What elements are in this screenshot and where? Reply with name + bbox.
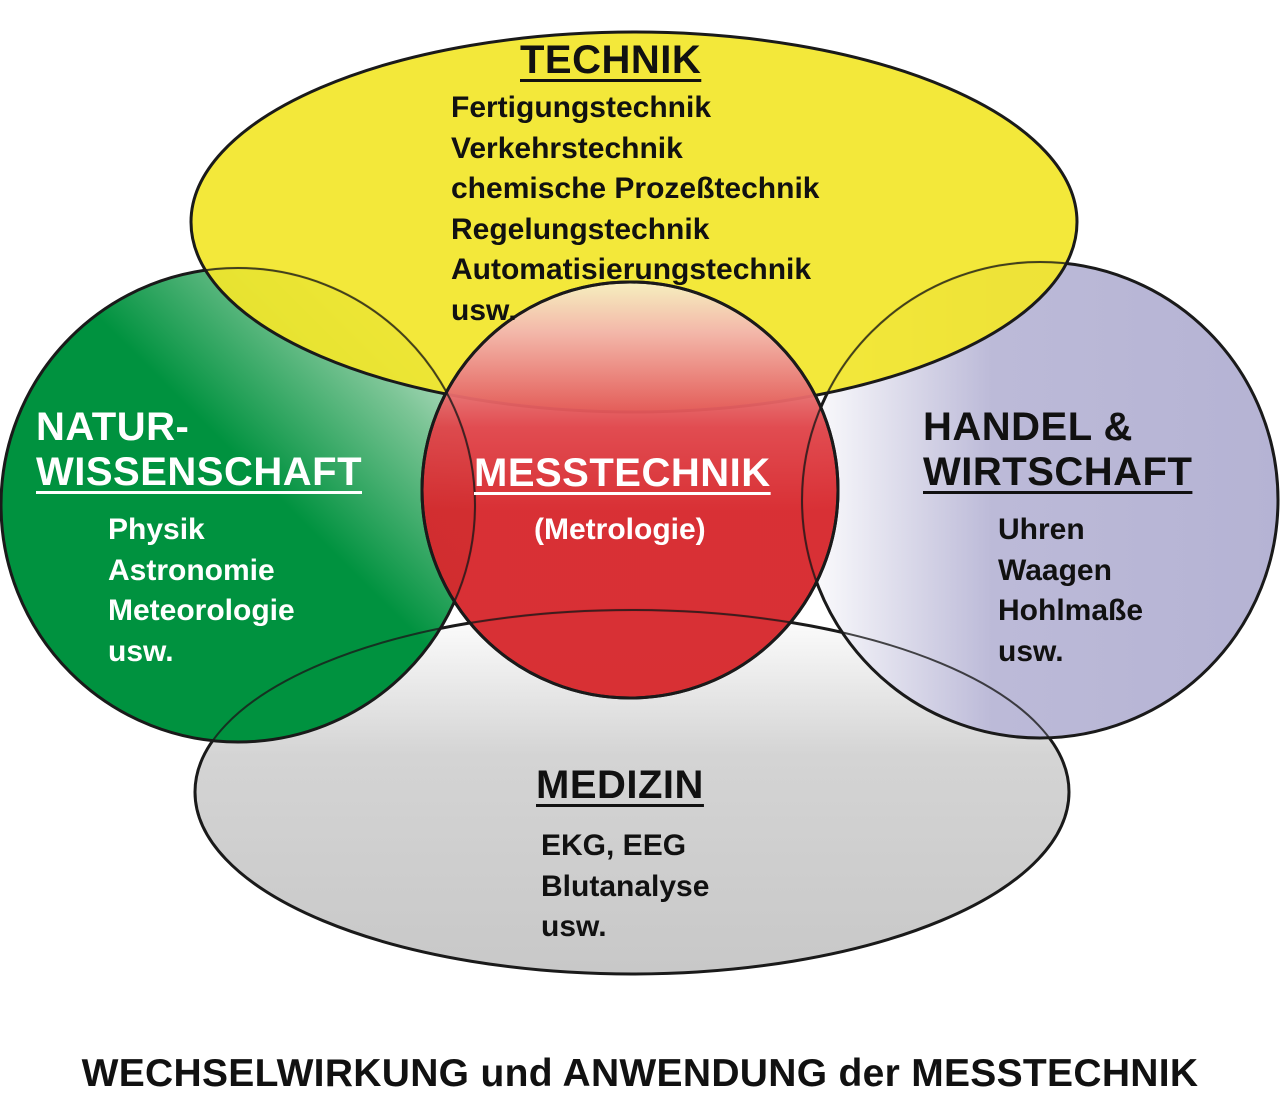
list-item: Uhren bbox=[998, 513, 1085, 546]
technik-list: Fertigungstechnik Verkehrstechnik chemis… bbox=[451, 88, 819, 331]
list-item: Astronomie bbox=[108, 553, 275, 587]
list-item: Hohlmaße bbox=[998, 594, 1144, 627]
handel-heading-line1: HANDEL & bbox=[923, 405, 1133, 449]
page-title: WECHSELWIRKUNG und ANWENDUNG der MESSTEC… bbox=[81, 1052, 1199, 1095]
handel-heading-line2: WIRTSCHAFT bbox=[923, 450, 1193, 494]
list-item: usw. bbox=[451, 293, 517, 327]
list-item: chemische Prozeßtechnik bbox=[451, 172, 820, 205]
list-item: Physik bbox=[108, 513, 205, 546]
naturwissenschaft-heading-line1: NATUR- bbox=[36, 405, 190, 449]
list-item: Blutanalyse bbox=[541, 869, 710, 903]
list-item: Waagen bbox=[998, 553, 1112, 587]
naturwissenschaft-outline bbox=[0, 267, 476, 743]
list-item: usw. bbox=[541, 910, 607, 943]
messtechnik-subheading: (Metrologie) bbox=[534, 513, 706, 546]
medizin-heading: MEDIZIN bbox=[536, 763, 704, 807]
handel-list: Uhren Waagen Hohlmaße usw. bbox=[998, 510, 1143, 672]
technik-heading: TECHNIK bbox=[520, 38, 702, 82]
handel-outline bbox=[801, 261, 1279, 739]
list-item: Automatisierungstechnik bbox=[451, 253, 812, 286]
messtechnik-heading: MESSTECHNIK bbox=[474, 451, 771, 495]
list-item: EKG, EEG bbox=[541, 829, 687, 862]
list-item: Verkehrstechnik bbox=[451, 131, 683, 165]
list-item: usw. bbox=[108, 634, 174, 668]
medizin-outline bbox=[194, 609, 1070, 975]
list-item: Meteorologie bbox=[108, 594, 295, 627]
medizin-list: EKG, EEG Blutanalyse usw. bbox=[541, 826, 709, 948]
naturwissenschaft-list: Physik Astronomie Meteorologie usw. bbox=[108, 510, 295, 672]
naturwissenschaft-heading-line2: WISSENSCHAFT bbox=[36, 450, 362, 494]
list-item: Regelungstechnik bbox=[451, 212, 710, 246]
list-item: usw. bbox=[998, 634, 1064, 668]
list-item: Fertigungstechnik bbox=[451, 91, 712, 124]
messtechnik-outline bbox=[420, 280, 840, 700]
